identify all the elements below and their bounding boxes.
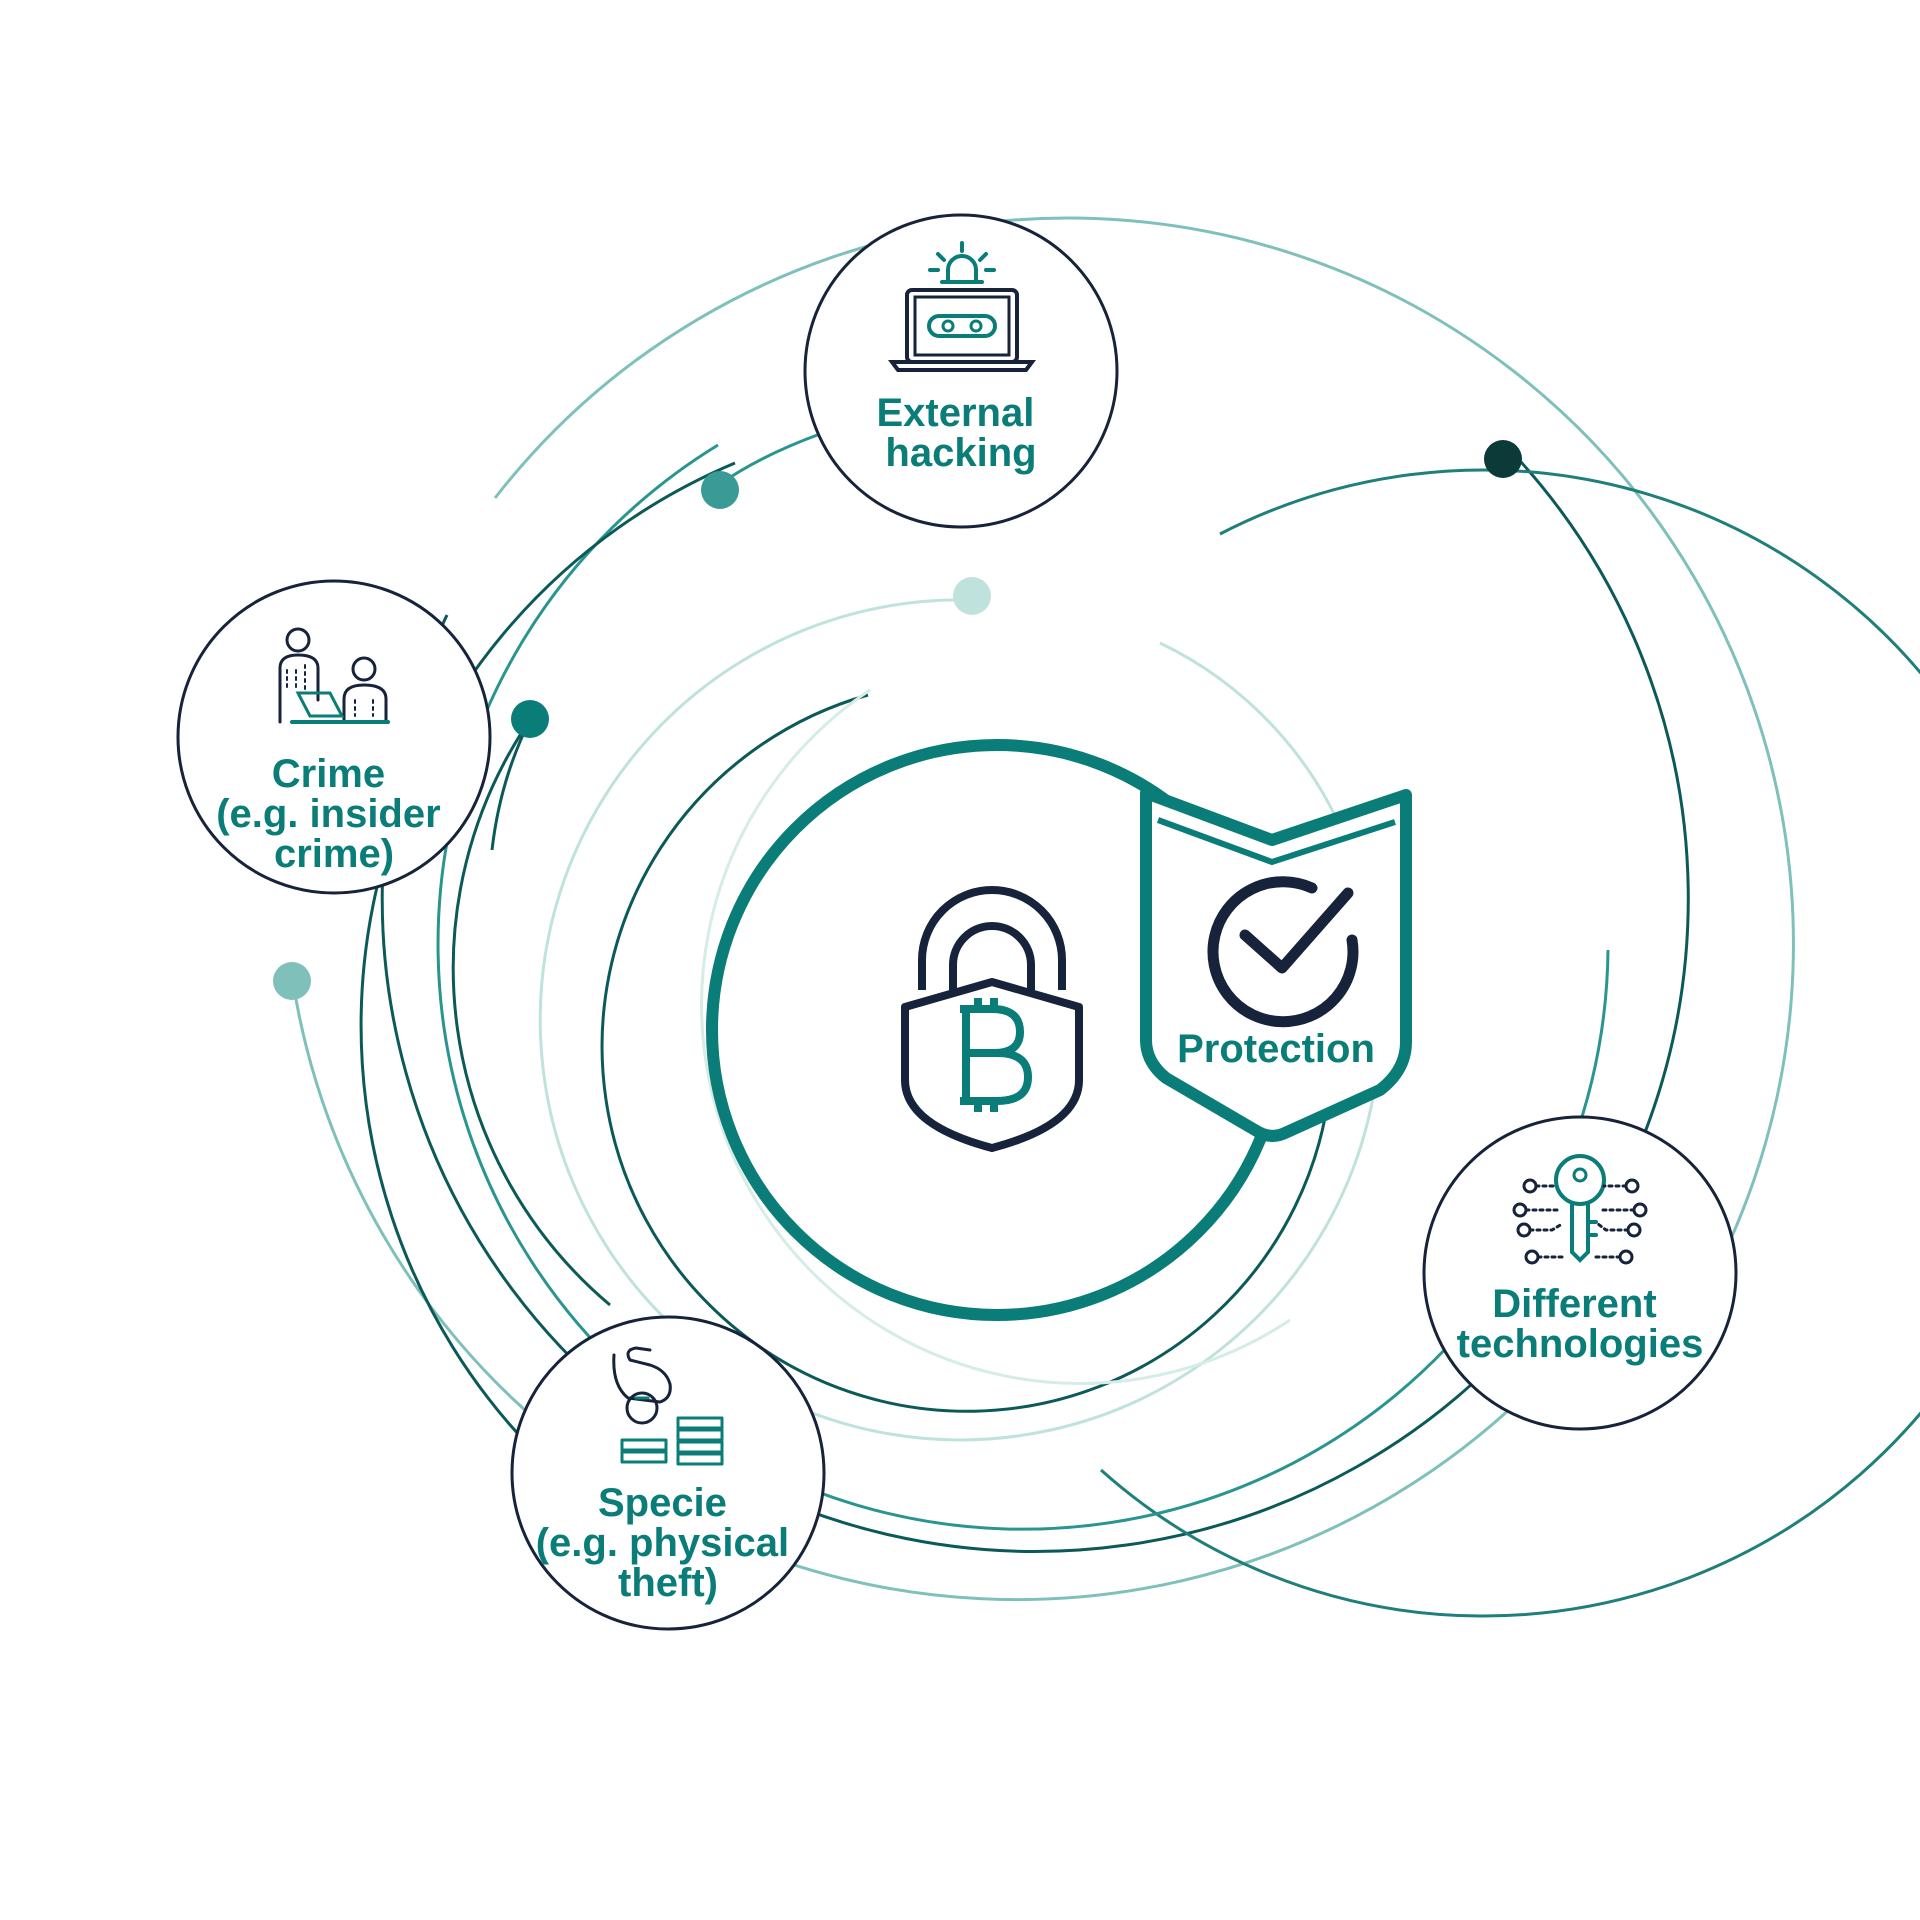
- node-label-line: technologies: [1457, 1322, 1704, 1366]
- node-different-technologies: Different technologies: [1422, 1115, 1738, 1431]
- key-circuit-icon: [1512, 1154, 1648, 1265]
- shield-label: Protection: [1177, 1027, 1375, 1071]
- orbit-ring-outer-light: [493, 216, 1795, 1391]
- orbit-ring-inner-pale-2: [699, 688, 1291, 1386]
- shield-inner-band: [1156, 817, 1396, 866]
- node-label-line: External: [877, 391, 1035, 435]
- hacker-laptop-alarm-icon: [888, 241, 1036, 372]
- node-label: Specie (e.g. physical theft): [536, 1481, 801, 1605]
- node-circle: [1422, 1115, 1738, 1431]
- node-specie: Specie (e.g. physical theft): [510, 1315, 826, 1631]
- shield-check-ring: [1207, 876, 1359, 1028]
- node-label-line: (e.g. insider: [216, 792, 441, 836]
- node-label: Different technologies: [1457, 1282, 1704, 1366]
- hand-coin-stacks-icon: [612, 1346, 724, 1466]
- node-label: Crime (e.g. insider crime): [216, 752, 452, 876]
- orbit-ring-left-arc: [451, 719, 611, 1307]
- orbit-ring-second: [1100, 468, 1920, 1618]
- node-circle: [176, 579, 492, 895]
- central-protection: Protection: [706, 739, 1412, 1321]
- connector-crime-dot: [490, 719, 532, 851]
- shield-checkmark-icon: Protection: [1140, 787, 1412, 1142]
- node-label-line: Crime: [272, 752, 385, 796]
- insider-people-laptop-icon: [278, 627, 390, 724]
- node-label-line: Specie: [598, 1481, 727, 1525]
- orbit-ring-inner-dark: [600, 693, 1332, 1413]
- node-label: External hacking: [877, 391, 1046, 475]
- bitcoin-padlock-icon: [901, 886, 1083, 1152]
- shield-checkmark: [1239, 887, 1354, 974]
- orbit-dots: [273, 440, 1522, 1000]
- orbit-dot-crime: [511, 700, 549, 738]
- orbit-dot-inner: [953, 577, 991, 615]
- connector-hacking-dot: [719, 432, 821, 486]
- orbit-dot-top: [701, 471, 739, 509]
- node-label-line: theft): [618, 1561, 718, 1605]
- node-external-hacking: External hacking: [803, 213, 1119, 529]
- node-label-line: hacking: [885, 431, 1036, 475]
- node-crime: Crime (e.g. insider crime): [176, 579, 492, 895]
- orbit-dot-left: [273, 962, 311, 1000]
- node-label-line: (e.g. physical: [536, 1521, 789, 1565]
- node-label-line: Different: [1492, 1282, 1656, 1326]
- node-circle: [510, 1315, 826, 1631]
- orbit-ring-outer-dark: [380, 460, 1690, 1553]
- orbit-dot-right: [1484, 440, 1522, 478]
- orbit-ring-third-dark: [359, 461, 736, 1454]
- node-label-line: crime): [274, 832, 394, 876]
